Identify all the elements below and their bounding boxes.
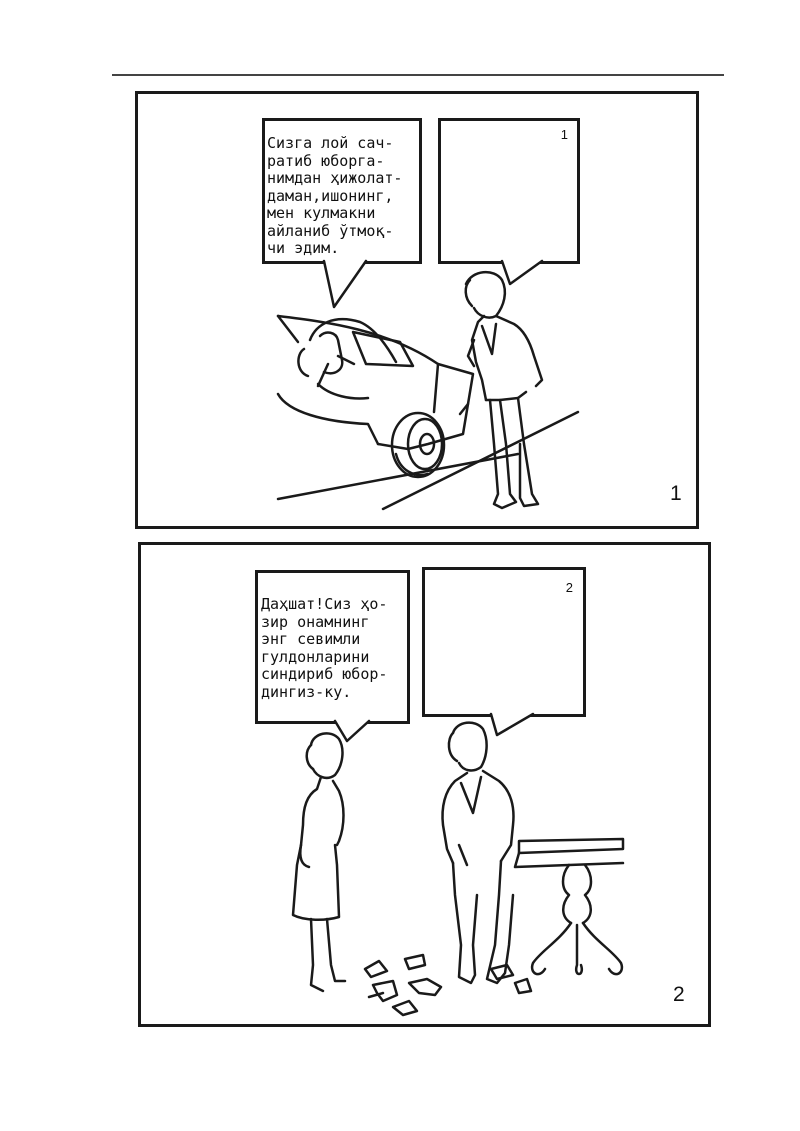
comic-panel-1: Сизга лой сач- ратиб юборга- нимдан ҳижо…: [135, 91, 699, 529]
speech-text: Сизга лой сач- ратиб юборга- нимдан ҳижо…: [267, 134, 403, 257]
comic-panel-2: Даҳшат!Сиз ҳо- зир онамнинг энг севимли …: [138, 542, 711, 1027]
bubble-number: 1: [560, 127, 568, 142]
top-rule: [112, 74, 724, 76]
car-scene-illustration: [276, 259, 580, 511]
panel-number: 1: [670, 482, 682, 505]
speech-bubble-left: Сизга лой сач- ратиб юборга- нимдан ҳижо…: [262, 118, 422, 264]
speech-bubble-left: Даҳшат!Сиз ҳо- зир онамнинг энг севимли …: [255, 570, 410, 724]
bubble-number: 2: [565, 580, 573, 595]
speech-bubble-right-empty: 2: [422, 567, 586, 717]
speech-text: Даҳшат!Сиз ҳо- зир онамнинг энг севимли …: [261, 595, 388, 701]
broken-vase-scene-illustration: [291, 712, 625, 1017]
panel-number: 2: [673, 983, 685, 1006]
speech-bubble-right-empty: 1: [438, 118, 580, 264]
